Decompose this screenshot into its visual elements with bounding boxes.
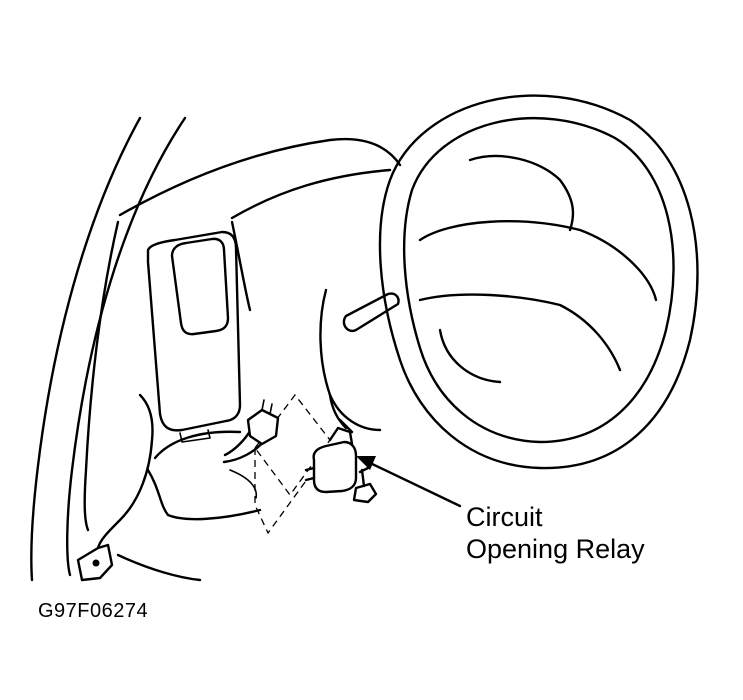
steering-wheel — [378, 94, 699, 470]
lower-panel — [76, 393, 262, 582]
wiring-harness — [222, 399, 280, 464]
center-console — [146, 230, 242, 443]
dashboard — [83, 137, 402, 532]
bolt-icon — [352, 466, 378, 504]
callout-label-line1: Circuit — [466, 502, 543, 532]
circuit-opening-relay — [304, 418, 358, 494]
a-pillar — [30, 116, 187, 582]
callout-arrow — [356, 456, 462, 508]
figure-code: G97F06274 — [38, 600, 149, 622]
callout-label-line2: Opening Relay — [466, 534, 645, 564]
